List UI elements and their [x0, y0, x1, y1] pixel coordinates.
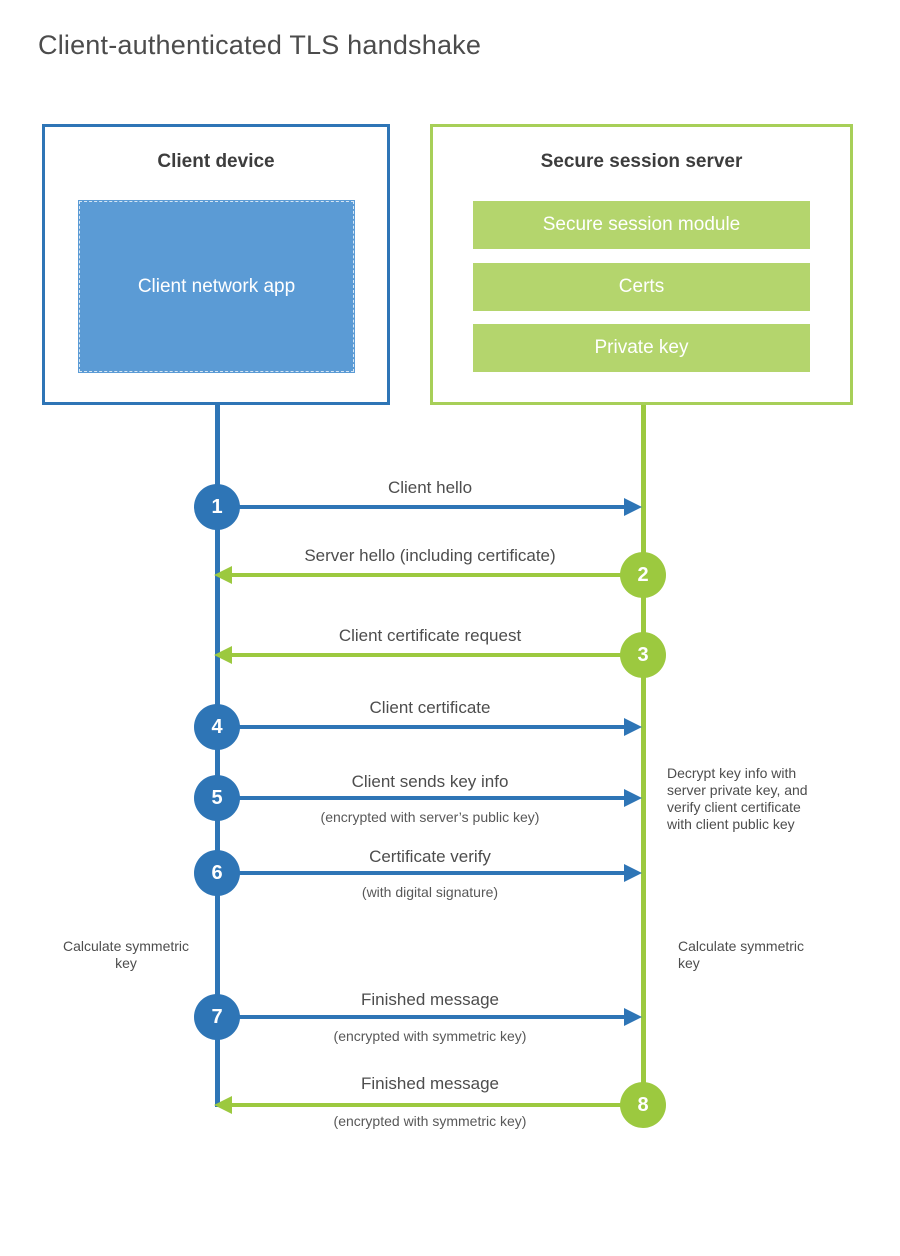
decrypt-key-info-note: Decrypt key info with server private key… — [667, 765, 808, 832]
secure-session-server-title: Secure session server — [540, 151, 743, 172]
step-1-arrowhead-icon — [624, 498, 642, 516]
server-module-certs: Certs — [473, 263, 810, 311]
calculate-symmetric-key-note-server: Calculate symmetric key — [678, 938, 805, 971]
step-6-arrow — [217, 871, 626, 875]
step-4-label: Client certificate — [369, 698, 491, 717]
client-network-app-label: Client network app — [137, 276, 296, 297]
step-1-badge: 1 — [194, 484, 240, 530]
step-4-badge: 4 — [194, 704, 240, 750]
step-2-number: 2 — [637, 563, 649, 586]
step-3-label: Client certificate request — [338, 626, 522, 645]
step-2-arrowhead-icon — [214, 566, 232, 584]
step-2-label: Server hello (including certificate) — [304, 546, 556, 565]
step-2-badge: 2 — [620, 552, 666, 598]
step-5-arrowhead-icon — [624, 789, 642, 807]
step-8-sublabel: (encrypted with symmetric key) — [333, 1113, 527, 1129]
step-6-number: 6 — [211, 861, 223, 884]
step-5-arrow — [217, 796, 626, 800]
step-7-arrowhead-icon — [624, 1008, 642, 1026]
step-8-arrowhead-icon — [214, 1096, 232, 1114]
step-3-arrow — [232, 653, 643, 657]
step-1-label: Client hello — [387, 478, 473, 497]
secure-session-server-box: Secure session server Secure session mod… — [430, 124, 853, 405]
step-6-arrowhead-icon — [624, 864, 642, 882]
step-8-number: 8 — [637, 1093, 649, 1116]
step-8-badge: 8 — [620, 1082, 666, 1128]
step-4-arrow — [217, 725, 626, 729]
server-module-secure-session: Secure session module — [473, 201, 810, 249]
step-5-badge: 5 — [194, 775, 240, 821]
step-5-sublabel: (encrypted with server’s public key) — [320, 809, 540, 825]
step-8-arrow — [232, 1103, 643, 1107]
client-network-app-module: Client network app — [78, 200, 355, 373]
step-7-arrow — [217, 1015, 626, 1019]
step-1-arrow — [217, 505, 626, 509]
step-5-number: 5 — [211, 786, 223, 809]
server-lifeline — [641, 405, 646, 1107]
step-2-arrow — [232, 573, 643, 577]
step-7-sublabel: (encrypted with symmetric key) — [333, 1028, 527, 1044]
step-3-number: 3 — [637, 643, 649, 666]
step-5-label: Client sends key info — [351, 772, 509, 791]
step-8-label: Finished message — [361, 1074, 499, 1093]
page-title: Client-authenticated TLS handshake — [38, 30, 482, 60]
step-7-number: 7 — [211, 1005, 223, 1028]
calculate-symmetric-key-note-client: Calculate symmetric key — [62, 938, 190, 971]
step-3-badge: 3 — [620, 632, 666, 678]
server-module-private-key: Private key — [473, 324, 810, 372]
step-4-arrowhead-icon — [624, 718, 642, 736]
step-4-number: 4 — [211, 715, 223, 738]
client-device-box: Client device Client network app — [42, 124, 390, 405]
step-6-badge: 6 — [194, 850, 240, 896]
client-lifeline — [215, 405, 220, 1107]
step-7-badge: 7 — [194, 994, 240, 1040]
step-1-number: 1 — [211, 495, 223, 518]
step-7-label: Finished message — [361, 990, 499, 1009]
step-6-sublabel: (with digital signature) — [361, 884, 499, 900]
step-3-arrowhead-icon — [214, 646, 232, 664]
step-6-label: Certificate verify — [369, 847, 491, 866]
client-device-title: Client device — [157, 151, 275, 172]
